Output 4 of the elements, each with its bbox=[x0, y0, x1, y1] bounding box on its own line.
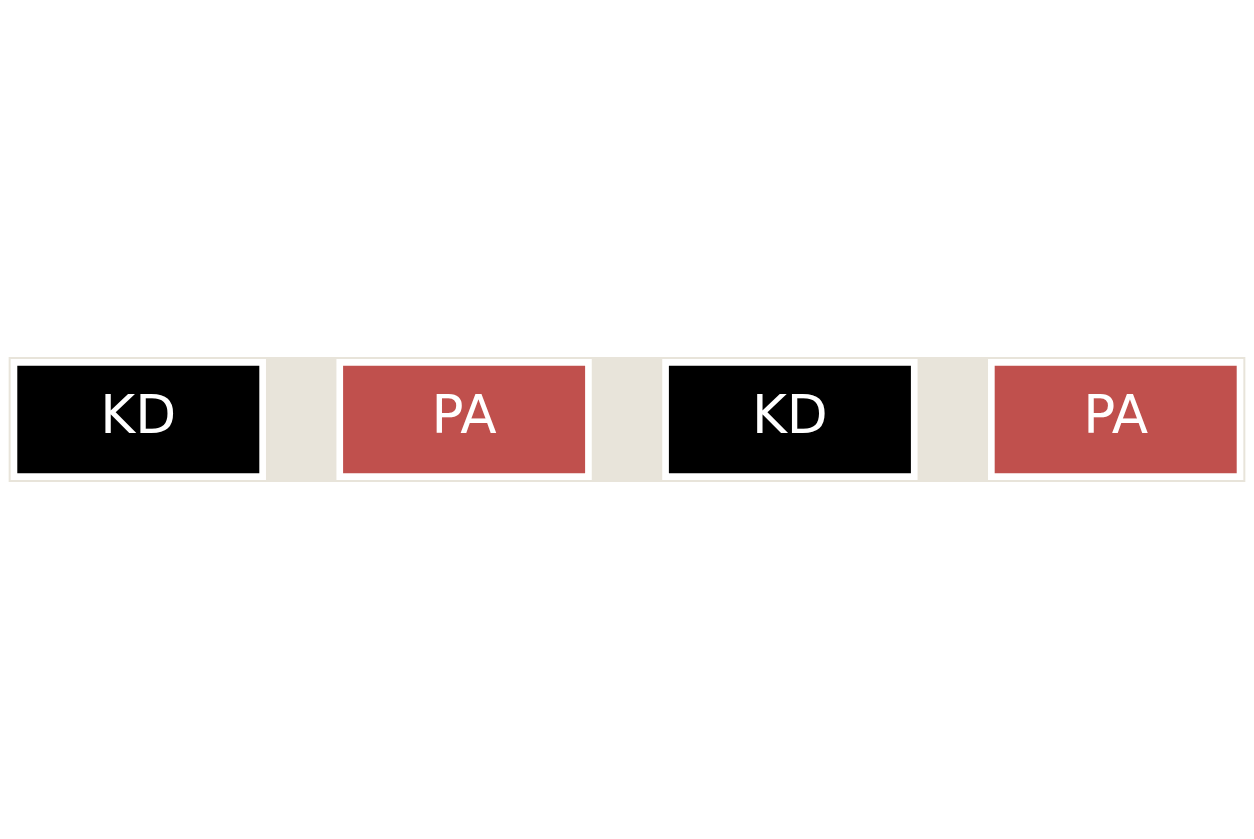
node-box: PA bbox=[988, 359, 1244, 480]
node-box: KD bbox=[662, 359, 918, 480]
node-box: PA bbox=[336, 359, 592, 480]
node-box: KD bbox=[10, 359, 266, 480]
